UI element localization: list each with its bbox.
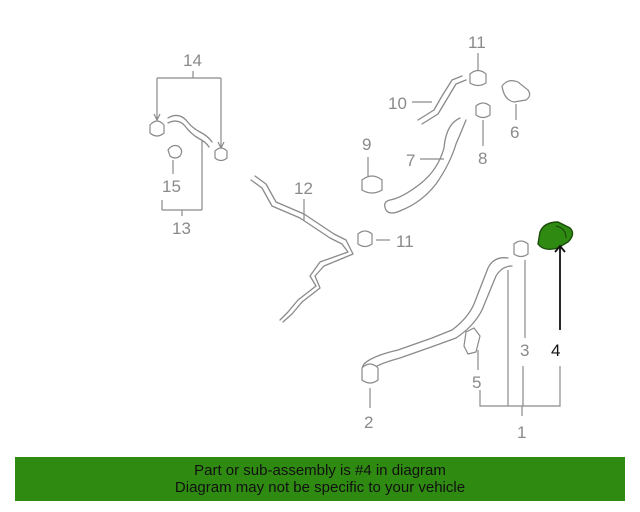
info-banner: Part or sub-assembly is #4 in diagram Di… (15, 457, 625, 501)
clamp-14-right[interactable] (214, 147, 228, 162)
part-group-6-11: 11 10 6 8 7 9 (361, 33, 531, 214)
label-12[interactable]: 12 (294, 179, 313, 198)
leader-4 (554, 244, 566, 330)
part-4-detail (555, 225, 567, 239)
label-14[interactable]: 14 (183, 51, 202, 70)
label-6[interactable]: 6 (510, 123, 519, 142)
leader-1 (479, 270, 561, 416)
bracket-5[interactable] (463, 327, 481, 355)
clamp-8[interactable] (475, 102, 491, 119)
clamp-14-left[interactable] (149, 120, 165, 137)
clamp-11-upper[interactable] (469, 69, 487, 87)
clamp-2[interactable] (361, 363, 379, 384)
part-15[interactable] (167, 144, 183, 159)
label-8[interactable]: 8 (478, 149, 487, 168)
banner-line-1: Part or sub-assembly is #4 in diagram (194, 462, 446, 479)
clamp-11-lower[interactable] (357, 230, 373, 248)
part-group-13-14-15: 14 15 13 (149, 51, 228, 238)
hose-10[interactable] (417, 75, 463, 121)
pipe-1-edge (369, 265, 513, 371)
label-2[interactable]: 2 (364, 413, 373, 432)
pipe-12-edge (254, 175, 354, 323)
hose-13-edge (167, 120, 210, 148)
part-group-12: 12 11 (250, 175, 414, 323)
clamp-3[interactable] (513, 240, 529, 258)
leader-14 (156, 71, 222, 148)
label-9[interactable]: 9 (362, 135, 371, 154)
pipe-1[interactable] (361, 257, 509, 375)
banner-line-2: Diagram may not be specific to your vehi… (174, 479, 466, 496)
label-4[interactable]: 4 (551, 341, 560, 360)
label-15[interactable]: 15 (162, 177, 181, 196)
label-11-upper[interactable]: 11 (468, 33, 486, 52)
label-3[interactable]: 3 (520, 341, 529, 360)
clamp-9[interactable] (361, 175, 383, 194)
label-11-lower[interactable]: 11 (396, 232, 414, 251)
pipe-12[interactable] (250, 179, 349, 321)
part-group-1-5: 3 4 5 2 1 (361, 221, 574, 442)
part-4-highlighted[interactable] (537, 221, 574, 251)
label-13[interactable]: 13 (172, 219, 191, 238)
part-6[interactable] (501, 80, 531, 103)
label-1[interactable]: 1 (517, 423, 526, 442)
hose-13[interactable] (167, 114, 213, 143)
label-5[interactable]: 5 (472, 373, 481, 392)
hose-7[interactable] (384, 117, 467, 214)
label-7[interactable]: 7 (406, 151, 415, 170)
hose-10-edge (421, 79, 467, 125)
label-10[interactable]: 10 (388, 94, 407, 113)
